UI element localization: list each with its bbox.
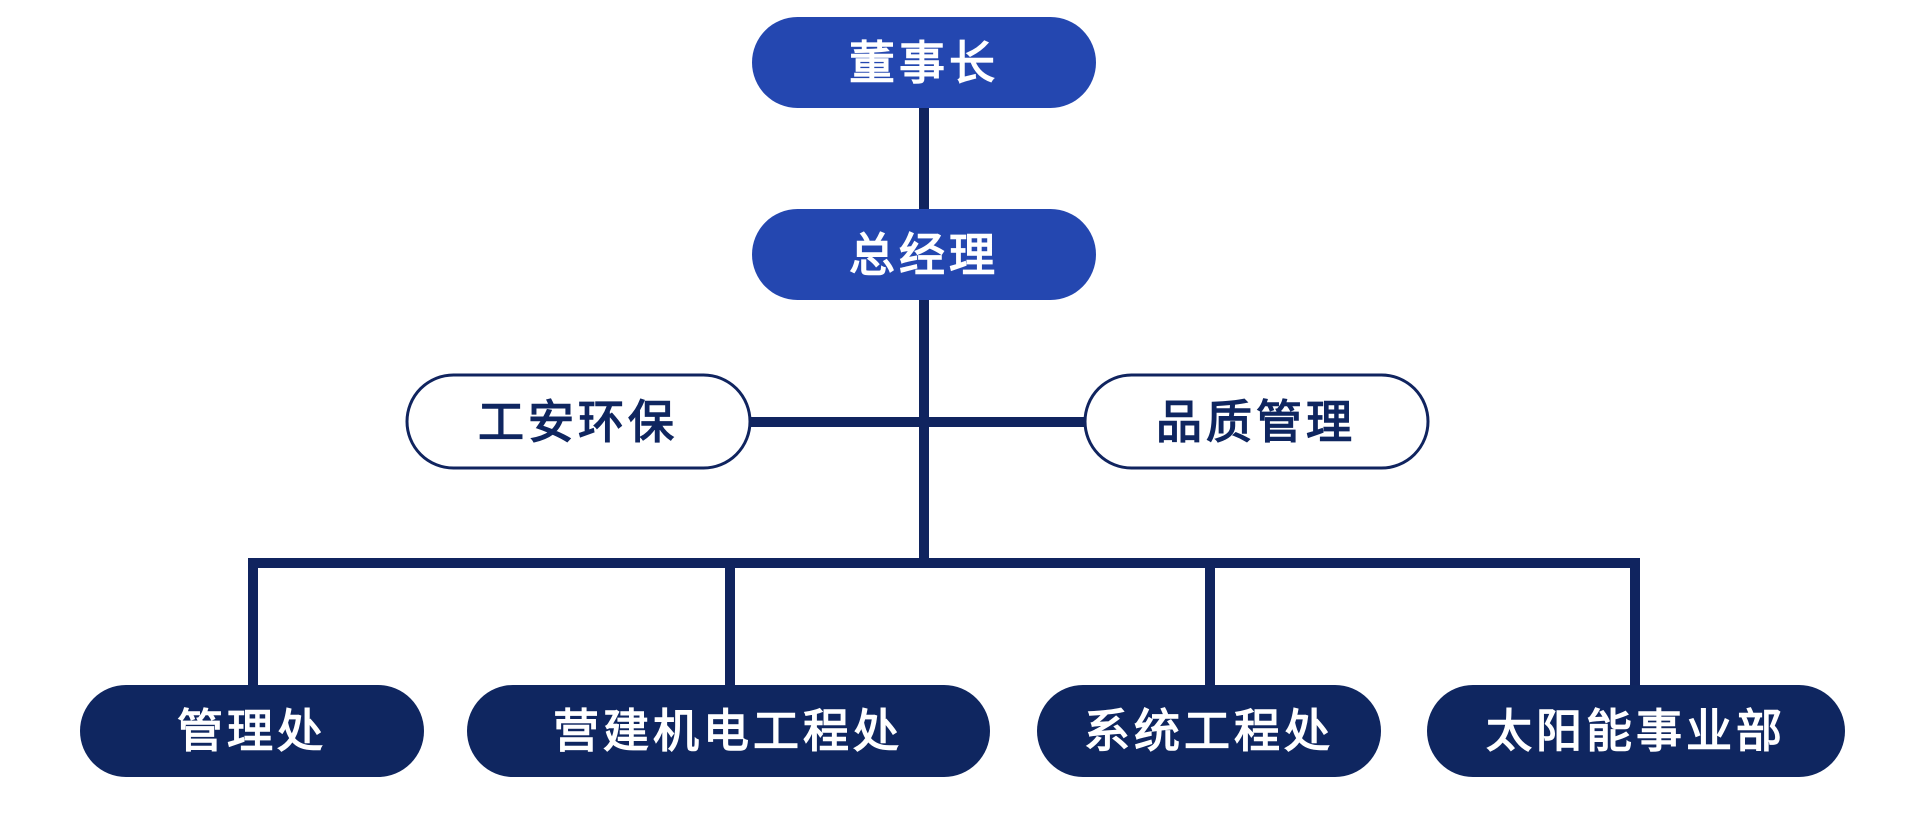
construction-dept-box	[467, 685, 990, 777]
safety-env-node: 工安环保	[405, 373, 752, 470]
construction-dept-label: 营建机电工程处	[553, 704, 903, 758]
general-manager-label: 总经理	[849, 228, 999, 282]
quality-mgmt-node: 品质管理	[1083, 373, 1430, 470]
systems-dept-node: 系统工程处	[1037, 685, 1381, 777]
chairman-label: 董事长	[849, 36, 999, 90]
admin-dept-node: 管理处	[80, 685, 424, 777]
quality-mgmt-box	[1083, 373, 1430, 470]
solar-division-node: 太阳能事业部	[1427, 685, 1845, 777]
systems-dept-box	[1037, 685, 1381, 777]
quality-mgmt-label: 品质管理	[1156, 395, 1356, 449]
solar-division-label: 太阳能事业部	[1486, 704, 1786, 758]
solar-division-box	[1427, 685, 1845, 777]
general-manager-node: 总经理	[752, 209, 1096, 300]
connector-lines	[248, 108, 1640, 685]
systems-dept-label: 系统工程处	[1084, 704, 1334, 758]
general-manager-box	[752, 209, 1096, 300]
safety-env-label: 工安环保	[478, 395, 678, 449]
chairman-box	[752, 17, 1096, 108]
construction-dept-node: 营建机电工程处	[467, 685, 990, 777]
safety-env-box	[405, 373, 752, 470]
admin-dept-label: 管理处	[177, 704, 327, 758]
chairman-node: 董事长	[752, 17, 1096, 108]
admin-dept-box	[80, 685, 424, 777]
